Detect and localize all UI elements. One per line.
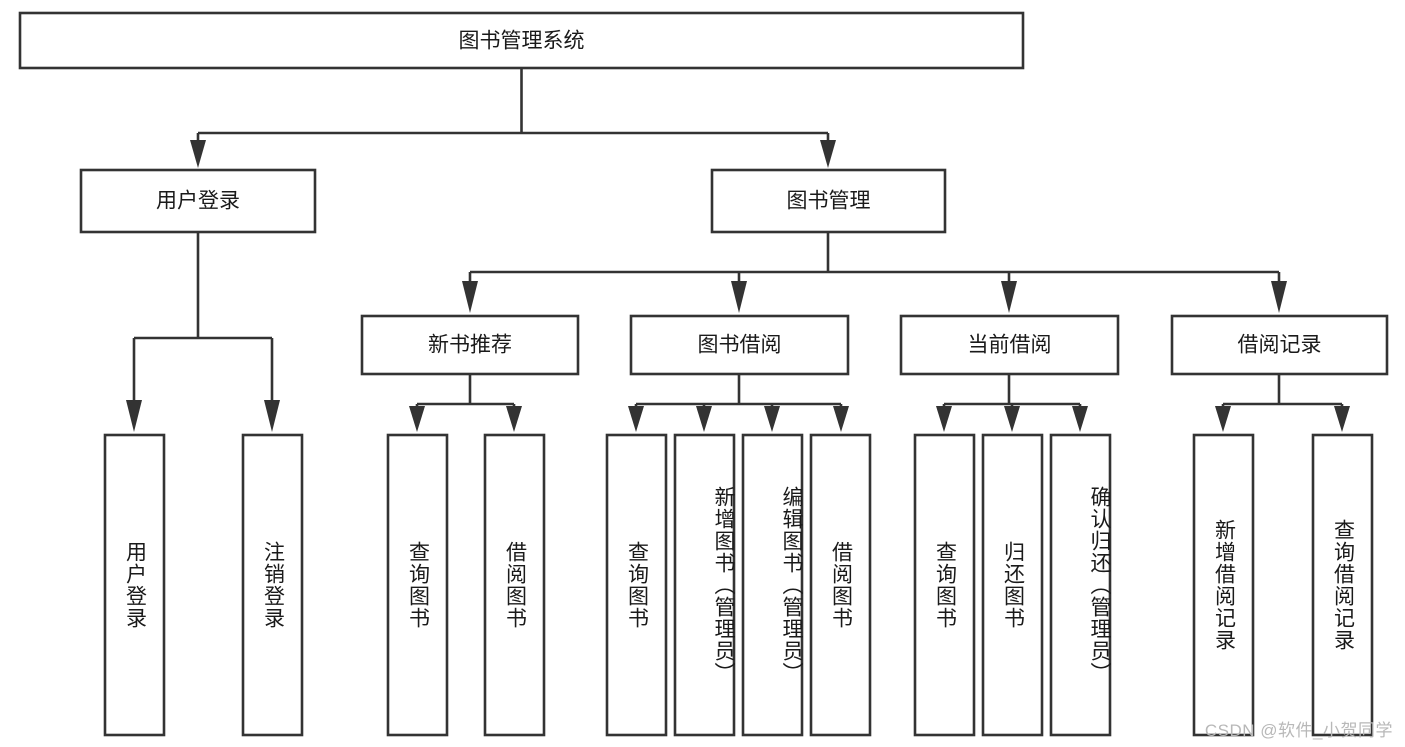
node-label-root: 图书管理系统 bbox=[459, 30, 585, 53]
node-label-borrow-record: 借阅记录 bbox=[1238, 334, 1322, 357]
connector-group-user-login bbox=[126, 232, 280, 432]
node-box-leaf-borrow-book-1[interactable] bbox=[483, 433, 546, 737]
node-label-current-borrow: 当前借阅 bbox=[968, 334, 1052, 357]
node-box-leaf-user-login[interactable] bbox=[103, 433, 166, 737]
connector-group-new-book-recommend bbox=[409, 374, 522, 432]
arrowhead-leaf-query-record bbox=[1334, 406, 1350, 432]
connector-group-root bbox=[190, 68, 836, 168]
node-label-new-book-recommend: 新书推荐 bbox=[428, 334, 512, 357]
arrowhead-leaf-return-book bbox=[1004, 406, 1020, 432]
node-label-user-login: 用户登录 bbox=[156, 190, 240, 213]
node-box-root[interactable] bbox=[18, 11, 1025, 70]
arrowhead-leaf-add-book bbox=[696, 406, 712, 432]
node-box-leaf-query-book-1[interactable] bbox=[386, 433, 449, 737]
node-box-leaf-query-book-3[interactable] bbox=[913, 433, 976, 737]
connector-group-book-manage bbox=[462, 232, 1287, 313]
arrowhead-leaf-query-book-1 bbox=[409, 406, 425, 432]
arrowhead-leaf-query-book-3 bbox=[936, 406, 952, 432]
node-label-book-borrow: 图书借阅 bbox=[698, 334, 782, 357]
arrowhead-leaf-borrow-book-1 bbox=[506, 406, 522, 432]
arrowhead-leaf-user-login bbox=[126, 400, 142, 432]
node-box-user-login[interactable] bbox=[79, 168, 317, 234]
node-box-leaf-confirm-return[interactable] bbox=[1049, 433, 1112, 737]
node-box-leaf-borrow-book-2[interactable] bbox=[809, 433, 872, 737]
node-box-leaf-query-record[interactable] bbox=[1311, 433, 1374, 737]
arrowhead-leaf-edit-book bbox=[764, 406, 780, 432]
connector-group-current-borrow bbox=[936, 374, 1088, 432]
arrowhead-new-book-recommend bbox=[462, 281, 478, 313]
node-box-leaf-return-book[interactable] bbox=[981, 433, 1044, 737]
arrowhead-leaf-confirm-return bbox=[1072, 406, 1088, 432]
arrowhead-leaf-borrow-book-2 bbox=[833, 406, 849, 432]
arrowhead-leaf-add-record bbox=[1215, 406, 1231, 432]
node-box-leaf-add-record[interactable] bbox=[1192, 433, 1255, 737]
arrowhead-borrow-record bbox=[1271, 281, 1287, 313]
node-box-leaf-add-book[interactable] bbox=[673, 433, 736, 737]
node-box-book-manage[interactable] bbox=[710, 168, 947, 234]
node-box-leaf-query-book-2[interactable] bbox=[605, 433, 668, 737]
arrowhead-leaf-user-logout bbox=[264, 400, 280, 432]
connector-group-book-borrow bbox=[628, 374, 849, 432]
node-box-borrow-record[interactable] bbox=[1170, 314, 1389, 376]
arrowhead-current-borrow bbox=[1001, 281, 1017, 313]
arrowhead-book-borrow bbox=[731, 281, 747, 313]
arrowhead-user-login bbox=[190, 140, 206, 168]
node-box-leaf-edit-book[interactable] bbox=[741, 433, 804, 737]
node-box-book-borrow[interactable] bbox=[629, 314, 850, 376]
node-box-leaf-user-logout[interactable] bbox=[241, 433, 304, 737]
node-box-current-borrow[interactable] bbox=[899, 314, 1120, 376]
connector-group-borrow-record bbox=[1215, 374, 1350, 432]
arrowhead-book-manage bbox=[820, 140, 836, 168]
csdn-watermark: CSDN @软件_小贺同学 bbox=[1204, 721, 1393, 740]
arrowhead-leaf-query-book-2 bbox=[628, 406, 644, 432]
node-box-new-book-recommend[interactable] bbox=[360, 314, 580, 376]
node-label-book-manage: 图书管理 bbox=[787, 190, 871, 213]
